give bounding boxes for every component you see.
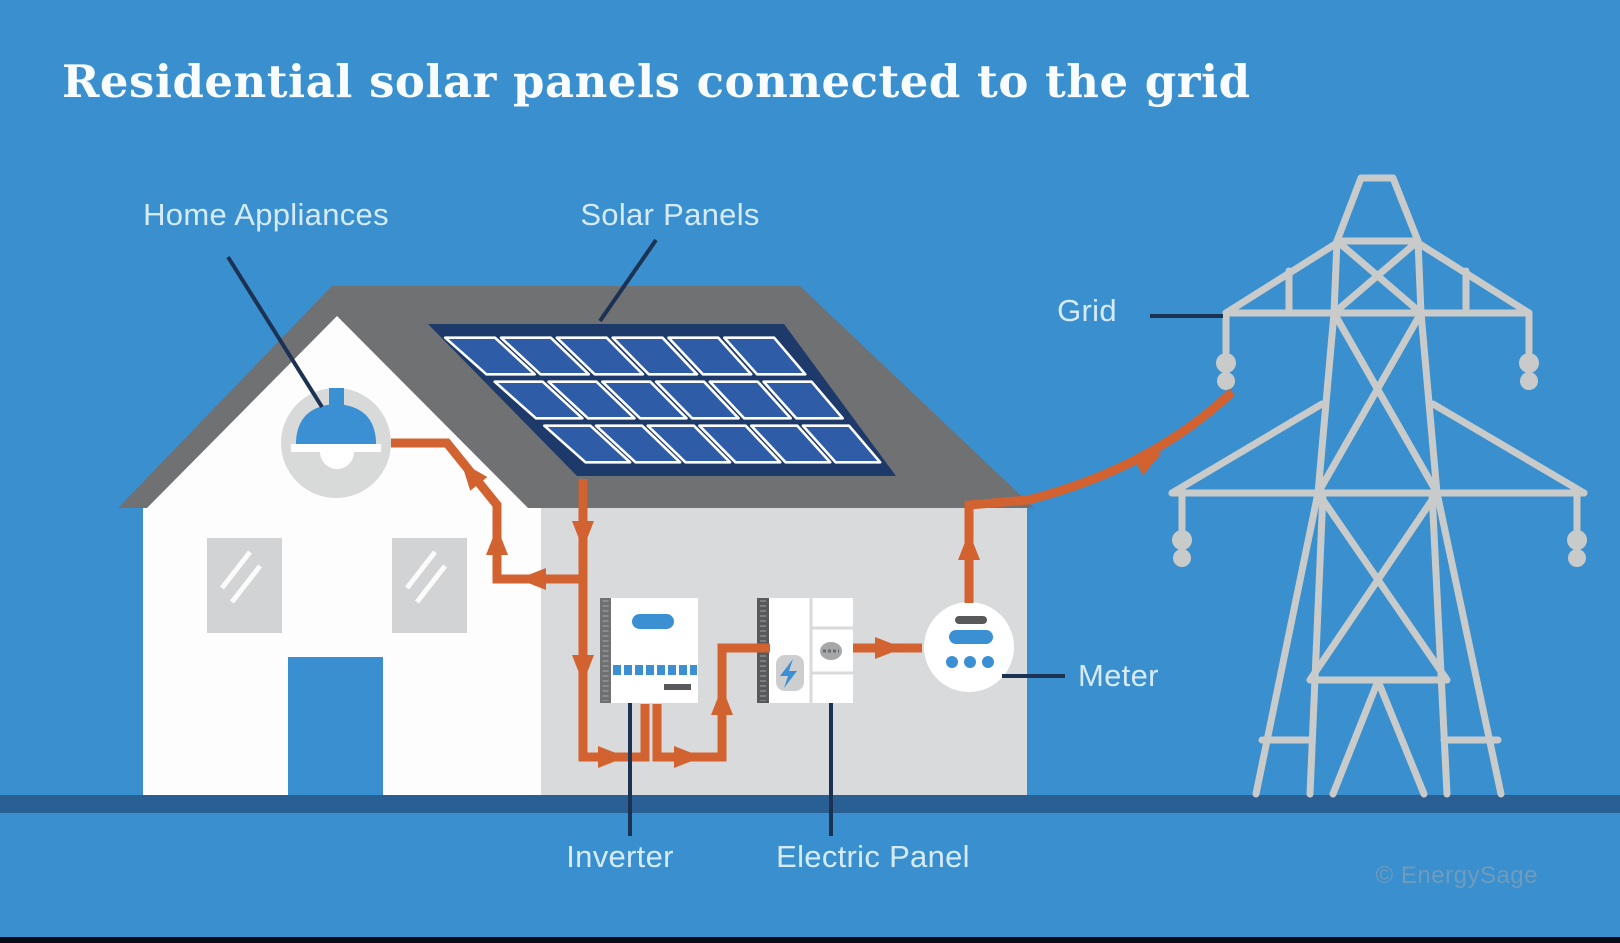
solar-cell (801, 424, 882, 464)
inverter (600, 598, 698, 703)
solar-cell (499, 336, 591, 376)
insulator (1216, 353, 1236, 390)
arrow-up (711, 687, 733, 715)
solar-cell (555, 336, 645, 376)
lamp-shade (296, 404, 376, 444)
solar-cell (762, 380, 845, 420)
solar-cell (600, 380, 688, 420)
solar-cell (708, 380, 793, 420)
arrow-right (598, 746, 626, 768)
transmission-tower (1168, 174, 1588, 798)
label-inverter: Inverter (566, 839, 674, 874)
solar-panel-array (428, 324, 896, 476)
solar-cell (611, 336, 699, 376)
wire-arrows (461, 452, 1163, 768)
arrow-to-grid (1132, 452, 1163, 476)
tower-leg-xbrace (1306, 496, 1451, 684)
home-appliances-line (226, 255, 324, 409)
tower-upper-hangers (1222, 309, 1533, 356)
label-grid: Grid (1057, 293, 1117, 328)
meter-dials (946, 656, 994, 668)
insulator (1172, 530, 1192, 567)
window (392, 538, 467, 633)
window (207, 538, 282, 633)
arrow-up (958, 532, 980, 560)
inverter-led-row (613, 665, 697, 675)
insulators (1172, 353, 1587, 567)
electricity-meter (924, 602, 1014, 692)
solar-cell (654, 380, 740, 420)
ground-band (0, 795, 1620, 813)
wire-meter-to-grid (964, 388, 1236, 603)
solar-cell (493, 380, 584, 420)
solar-cell (722, 336, 807, 376)
door (288, 657, 383, 795)
solar-cell (698, 424, 782, 464)
solar-cell (646, 424, 732, 464)
arrow-right (674, 746, 702, 768)
wire-inverter-to-panelbox (652, 643, 770, 762)
solar-cell (749, 424, 832, 464)
tower-lower-arm-braces (1168, 400, 1588, 497)
tower-leg-struts (1258, 677, 1502, 798)
lightning-bolt-icon (780, 659, 797, 688)
solar-panel-cells (443, 336, 882, 464)
callout-lines (226, 238, 1223, 836)
arrow-up (486, 527, 508, 555)
tower-upper-arm-braces (1222, 239, 1533, 317)
page-title: Residential solar panels connected to th… (62, 55, 1251, 108)
bottom-baseline (0, 937, 1620, 943)
label-home-appliances: Home Appliances (143, 197, 389, 232)
tower-lower-hangers (1178, 489, 1581, 534)
solar-cell (443, 336, 537, 376)
arrow-down (572, 521, 594, 549)
insulator (1519, 353, 1539, 390)
label-solar-panels: Solar Panels (580, 197, 760, 232)
arrow-right (875, 637, 903, 659)
tower-mid-xbrace (1314, 309, 1441, 497)
house (118, 286, 1034, 795)
meter-display (949, 630, 993, 644)
tower-legs (1252, 489, 1505, 798)
arrow-left (518, 568, 546, 590)
arrow-to-lamp (461, 462, 488, 491)
lamp-bulb (320, 452, 354, 469)
solar-cell (667, 336, 753, 376)
tower-upper-xbrace (1330, 237, 1425, 317)
arrow-down (572, 655, 594, 683)
solar-panels-line (598, 238, 658, 323)
solar-cell (542, 424, 632, 464)
label-meter: Meter (1078, 658, 1159, 693)
label-electric-panel: Electric Panel (776, 839, 970, 874)
solar-cell (547, 380, 636, 420)
tower-cap (1333, 174, 1422, 245)
pendant-lamp-icon (281, 388, 391, 498)
attribution: © EnergySage (1375, 862, 1538, 889)
inverter-display (632, 614, 674, 629)
solar-cell (594, 424, 682, 464)
electric-panel (757, 598, 853, 703)
insulator (1567, 530, 1587, 567)
